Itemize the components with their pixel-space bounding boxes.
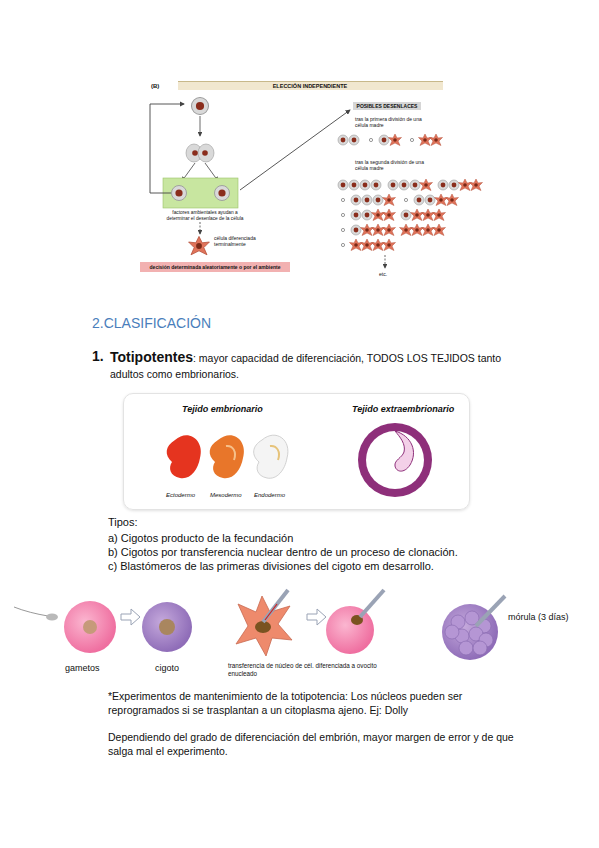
label-band: ELECCIÓN INDEPENDIENTE — [178, 81, 443, 90]
cell-symbol — [360, 180, 370, 190]
text-label: b) Cigotos por transferencia nuclear den… — [108, 546, 458, 559]
text-label: transferencia de núcleo de cél. diferenc… — [228, 662, 388, 677]
cloning-process — [14, 590, 505, 660]
embryo-drawings — [167, 423, 432, 497]
box-text: Tejido embrionario — [182, 404, 263, 414]
cell-symbol — [373, 195, 383, 205]
cell-symbol — [404, 198, 407, 201]
cell-symbol — [338, 180, 348, 190]
cell-symbol — [341, 198, 344, 201]
band-text: POSIBLES DESENLACES — [357, 103, 418, 109]
text-label: Tipos: — [108, 516, 138, 529]
section-heading: 2.CLASIFICACIÓN — [92, 315, 211, 332]
cell-symbol — [446, 194, 459, 206]
cell-symbol — [422, 224, 435, 236]
cell-symbol — [338, 135, 348, 145]
blastomere — [445, 625, 459, 639]
cell-symbol — [470, 179, 483, 191]
cell-symbol — [411, 209, 424, 221]
cell-symbol — [414, 195, 424, 205]
box-text: Ectodermo — [166, 492, 195, 498]
cell-lineage — [150, 98, 350, 255]
cell-symbol — [341, 228, 344, 231]
band-text: ELECCIÓN INDEPENDIENTE — [273, 83, 348, 89]
cell-symbol — [349, 135, 359, 145]
text-label: mórula (3 días) — [508, 612, 569, 623]
box-text: Endodermo — [254, 492, 285, 498]
cell-symbol — [351, 210, 361, 220]
cell-symbol — [362, 210, 372, 220]
cell-symbol — [372, 239, 385, 251]
box-text: Tejido extraembrionario — [352, 404, 454, 414]
text-label: Dependiendo del grado de diferenciación … — [108, 731, 518, 758]
cell-symbol — [349, 180, 359, 190]
cell-symbol — [351, 225, 361, 235]
cell-symbol — [389, 134, 402, 146]
cell-symbol — [422, 209, 435, 221]
cell-symbol — [410, 138, 413, 141]
text-label: c) Blastómeros de las primeras divisione… — [108, 560, 538, 573]
text-label: a) Cigotos producto de la fecundación — [108, 532, 293, 545]
text-label: *Experimentos de mantenimiento de la tot… — [108, 690, 518, 717]
cell-symbol — [361, 224, 374, 236]
cell-symbol — [341, 213, 344, 216]
cell-symbol — [383, 239, 396, 251]
cell-symbol — [388, 180, 398, 190]
text-label: 1. — [92, 348, 104, 365]
cell-symbol — [400, 224, 413, 236]
cell-symbol — [410, 180, 420, 190]
cell-symbol — [430, 134, 443, 146]
text-label: gametos — [65, 663, 100, 674]
cell-symbol — [383, 209, 396, 221]
text-label: célula diferenciada terminalmente — [214, 236, 264, 248]
cell-symbol — [383, 194, 396, 206]
cell-symbol — [433, 209, 446, 221]
cell-symbol — [401, 210, 411, 220]
cell-symbol — [449, 180, 459, 190]
label-band: decisión determinada aleatoriamente o po… — [140, 262, 290, 272]
list-item-paragraph: Totipotentes: mayor capacidad de diferen… — [110, 348, 510, 381]
cell-symbol — [372, 209, 385, 221]
blastomere — [473, 641, 487, 655]
cell-symbol — [459, 179, 472, 191]
cell-symbol — [350, 239, 363, 251]
cell-symbol — [435, 194, 448, 206]
blastomere — [459, 641, 473, 655]
cell-symbol — [438, 180, 448, 190]
text-label: cigoto — [155, 663, 179, 674]
box-text: Mesodermo — [210, 492, 242, 498]
cell-symbol — [372, 224, 385, 236]
cell-symbol — [433, 224, 446, 236]
cell-symbol — [362, 195, 372, 205]
label-band: POSIBLES DESENLACES — [353, 102, 422, 110]
cell-symbol — [379, 135, 389, 145]
cell-symbol — [383, 224, 396, 236]
cell-symbol — [411, 224, 424, 236]
cell-symbol — [399, 180, 409, 190]
figure-box: Tejido embrionario Tejido extraembrionari… — [123, 393, 470, 510]
text-label: tras la primera división de una célula m… — [355, 117, 435, 129]
band-text: decisión determinada aleatoriamente o po… — [150, 264, 281, 270]
cell-symbol — [420, 179, 433, 191]
cell-symbol — [351, 195, 361, 205]
text-label: factores ambientales ayudan a determinar… — [165, 210, 245, 221]
etc-arrow — [385, 255, 386, 268]
text-label: tras la segunda división de una célula m… — [355, 160, 435, 172]
cell-symbol — [419, 134, 432, 146]
cell-symbol — [371, 180, 381, 190]
cell-symbol — [425, 195, 435, 205]
term-bold: Totipotentes — [110, 349, 193, 365]
outcome-cells — [338, 134, 483, 251]
text-label: etc. — [379, 271, 387, 277]
cell-symbol — [369, 138, 372, 141]
cell-symbol — [341, 243, 344, 246]
cell-symbol — [361, 239, 374, 251]
text-label: (B) — [151, 83, 159, 90]
